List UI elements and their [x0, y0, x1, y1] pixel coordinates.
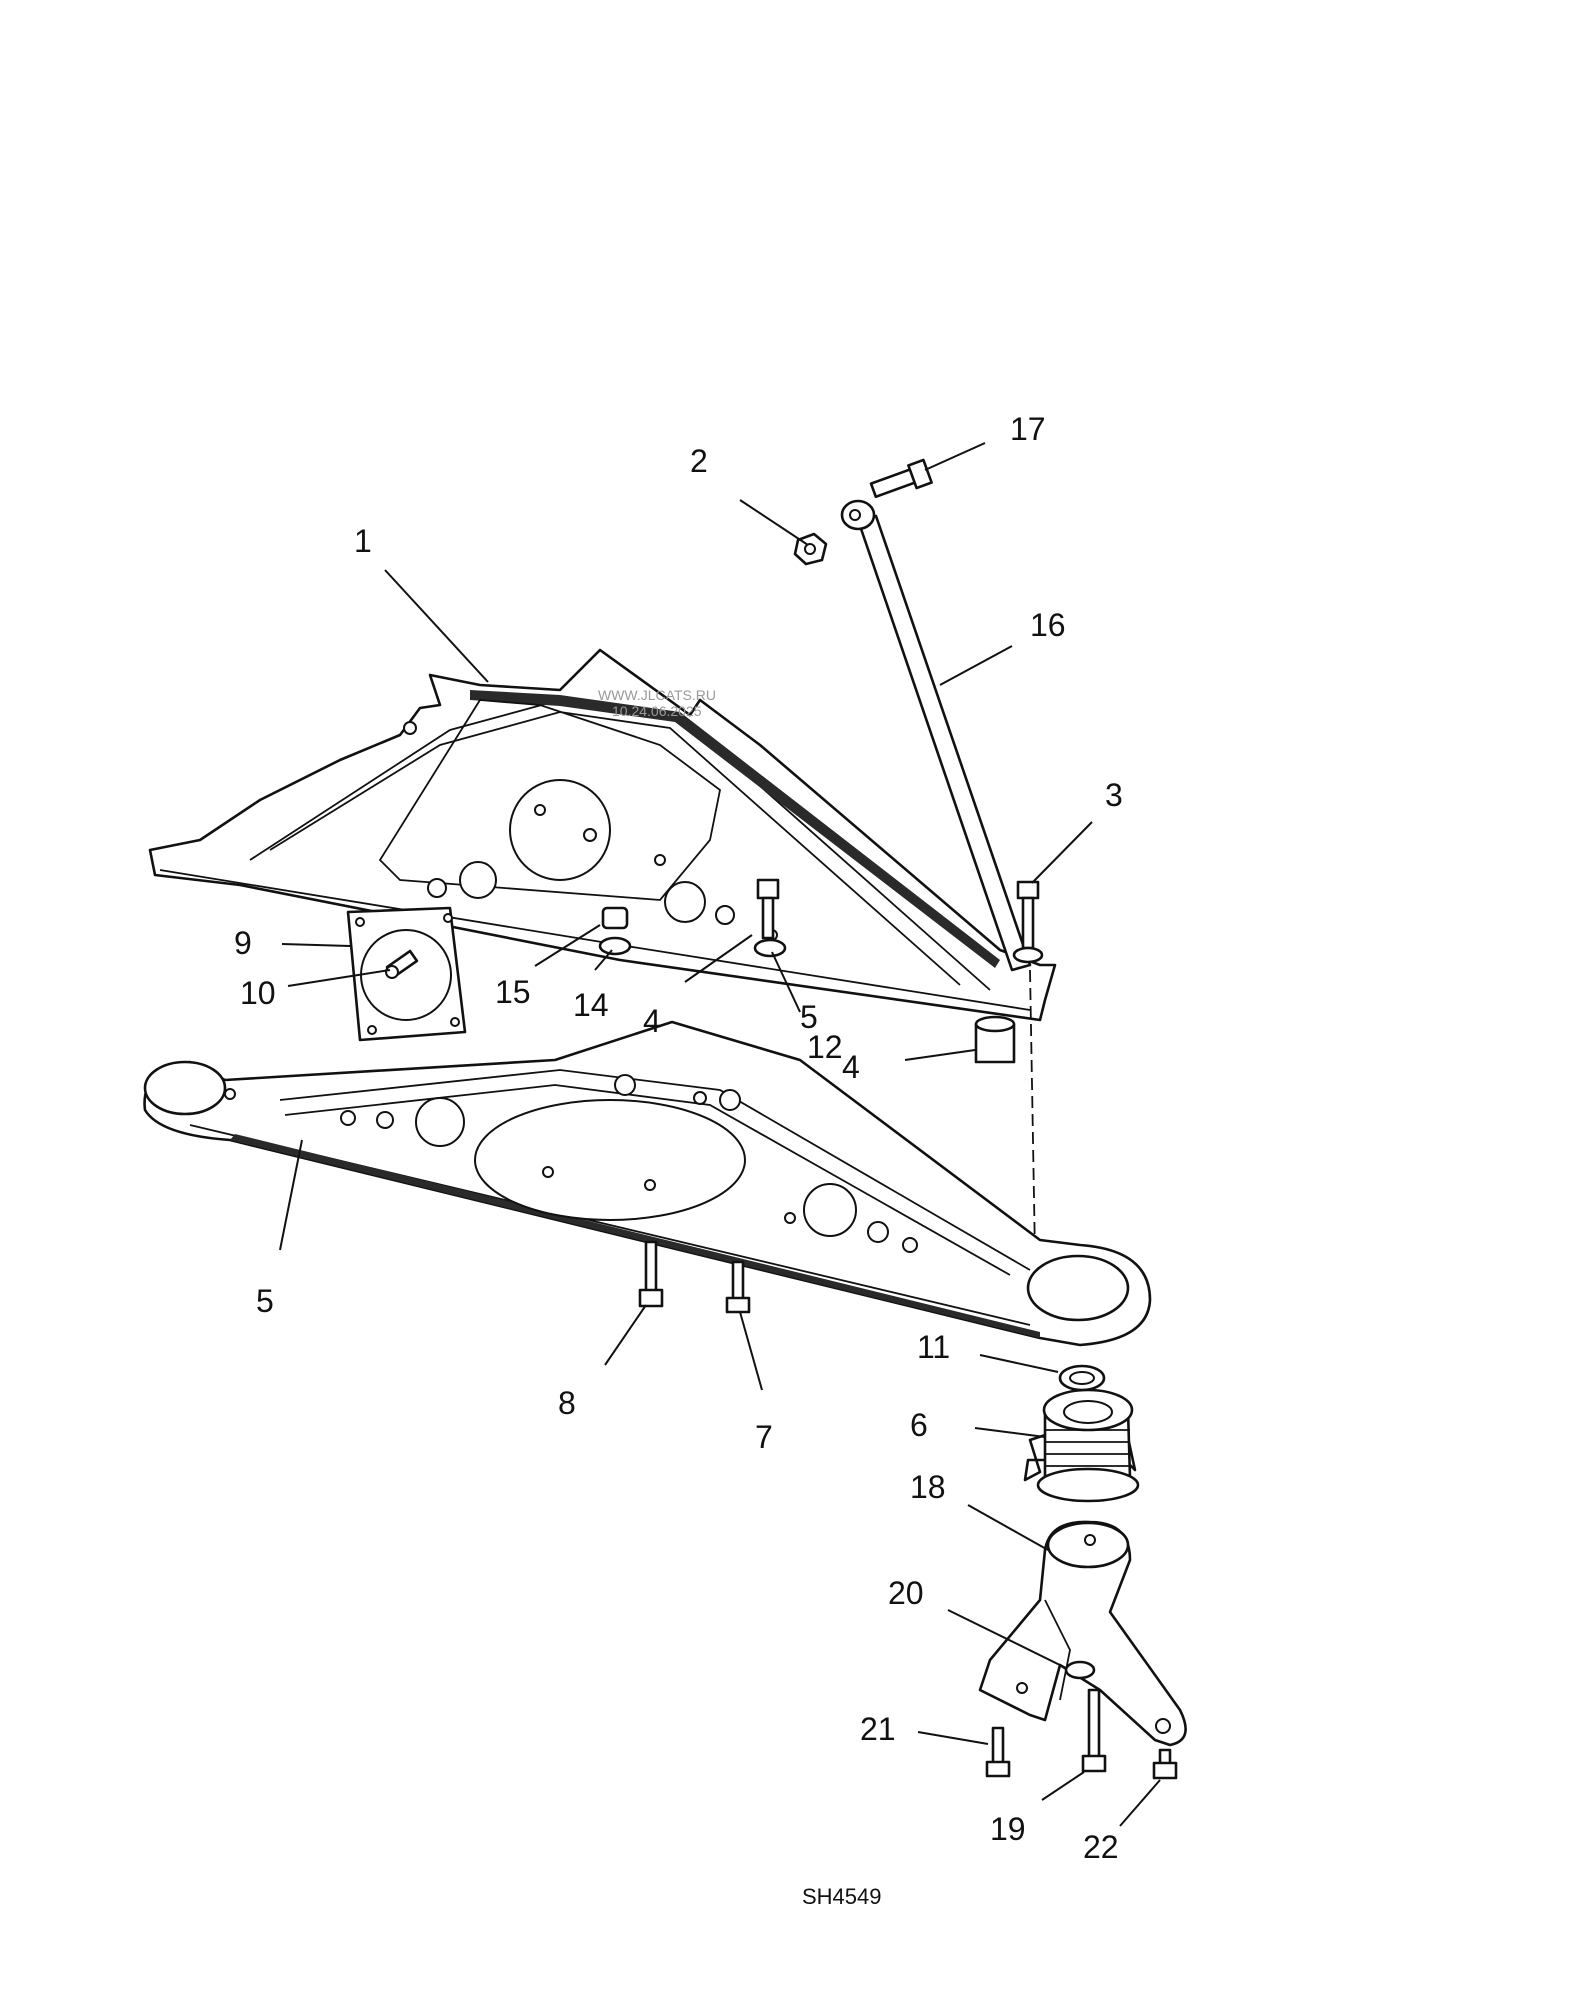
- callout-1: 1: [354, 523, 372, 559]
- part-1-upper-crossmember: [148, 648, 1057, 1022]
- callout-13: 5: [256, 1283, 274, 1319]
- callout-5-upper: 5: [800, 999, 818, 1035]
- part-22-short-bolt: [1152, 1748, 1178, 1780]
- callout-4-lower: 12: [807, 1029, 843, 1065]
- part-4-bolt: [756, 878, 780, 940]
- callout-20: 20: [888, 1575, 924, 1611]
- part-17-washer: [1058, 1364, 1106, 1392]
- callout-9: 17: [1010, 411, 1046, 447]
- callout-11: 3: [1105, 777, 1123, 813]
- leader-lines: [279, 442, 1161, 1827]
- callout-12: 4: [842, 1049, 860, 1085]
- callout-numbers: 1 9 10 4 12 5 13 14 15 16 17 2 3 4 5 6 7…: [234, 411, 1123, 1865]
- callout-3: 10: [240, 975, 276, 1011]
- callout-18: 18: [910, 1469, 946, 1505]
- callout-22: 22: [1083, 1829, 1119, 1865]
- callout-14: 6: [910, 1407, 928, 1443]
- callout-8: 16: [1030, 607, 1066, 643]
- part-21-bolt: [985, 1726, 1011, 1778]
- callout-16: 8: [558, 1385, 576, 1421]
- watermark-line-1: WWW.JLCATS.RU: [598, 687, 716, 703]
- callout-6: 14: [573, 987, 609, 1023]
- part-13-lower-crossmember: [143, 1020, 1152, 1347]
- part-9-bolt: [869, 458, 933, 499]
- part-11-bolt: [1012, 880, 1044, 964]
- part-18-bracket: [978, 1520, 1187, 1747]
- part-12-spacer: [974, 1015, 1016, 1064]
- part-15-bolt: [725, 1260, 751, 1314]
- part-5-washer: [753, 938, 787, 958]
- callout-15: 7: [755, 1419, 773, 1455]
- callout-17: 11: [917, 1329, 950, 1365]
- callout-21: 21: [860, 1711, 896, 1747]
- callout-4-upper: 4: [643, 1003, 661, 1039]
- callout-7: 15: [495, 974, 531, 1010]
- part-6-washer: [598, 936, 632, 956]
- watermark-line-2: 10.24.06.2025: [612, 703, 702, 719]
- callout-19: 19: [990, 1811, 1026, 1847]
- part-8-tie-rod: [840, 499, 1032, 972]
- reference-code: SH4549: [802, 1884, 882, 1909]
- callout-10: 2: [690, 443, 708, 479]
- part-3-screw: [385, 949, 419, 979]
- part-20-pin: [1064, 1660, 1096, 1680]
- part-2-mounting-plate: [346, 906, 467, 1042]
- assembly-guide-line: [1029, 969, 1036, 1256]
- part-19-long-bolt: [1081, 1688, 1107, 1773]
- part-7-nut: [601, 906, 629, 930]
- part-14-rubber-mount: [1023, 1388, 1140, 1503]
- callout-2: 9: [234, 925, 252, 961]
- part-16-bolt: [638, 1240, 664, 1308]
